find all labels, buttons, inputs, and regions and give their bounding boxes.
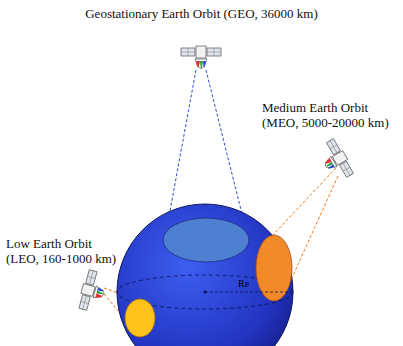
radius-label: Re xyxy=(238,276,268,291)
orbit-label: Low Earth Orbit (LEO, 160-1000 km) xyxy=(6,236,124,266)
orbit-title: Geostationary Earth Orbit (GEO, 36000 km… xyxy=(20,6,383,21)
orbit-label: Medium Earth Orbit (MEO, 5000-20000 km) xyxy=(262,100,400,130)
